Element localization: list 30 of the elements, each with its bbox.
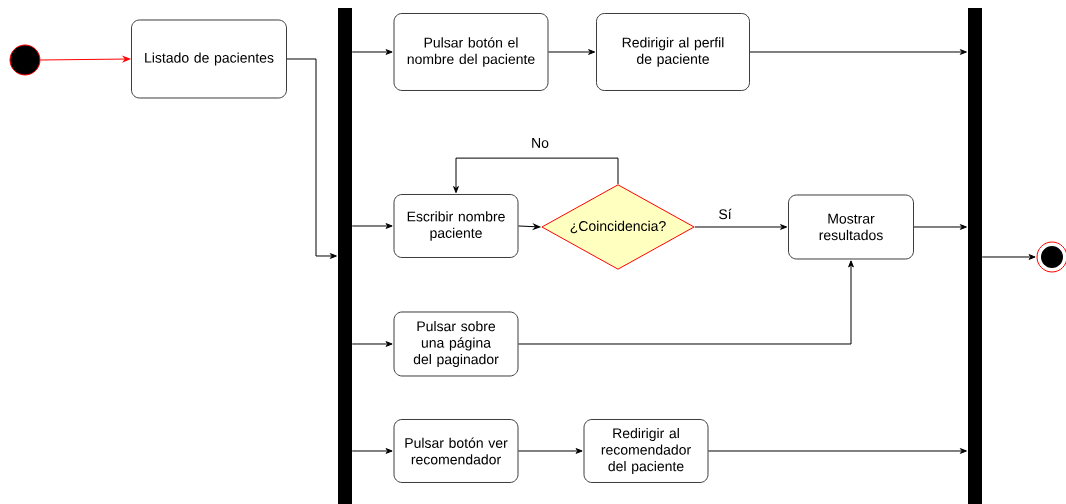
- arrow: [518, 448, 583, 454]
- arrow: [548, 49, 596, 55]
- arrow: [913, 224, 967, 230]
- arrow: [981, 254, 1036, 260]
- action-box: Redirigir al perfil de paciente: [596, 13, 750, 91]
- action-box: Escribir nombre paciente: [393, 194, 519, 258]
- arrow: [518, 223, 541, 230]
- action-box: Redirigir al recomendador del paciente: [583, 419, 709, 483]
- arrow: [749, 49, 967, 55]
- arrow: [351, 223, 393, 229]
- end-circle: [1036, 241, 1066, 273]
- action-box: Pulsar sobre una página del paginador: [393, 311, 519, 377]
- arrow: [351, 341, 393, 347]
- action-box: Listado de pacientes: [131, 19, 287, 99]
- arrow: [40, 56, 131, 62]
- action-box: Pulsar botón ver recomendador: [393, 419, 519, 483]
- arrow: [351, 49, 393, 55]
- synchronization-bar: [968, 8, 982, 504]
- start-circle: [9, 44, 41, 76]
- arrow: [694, 224, 788, 230]
- action-box: Pulsar botón el nombre del paciente: [393, 13, 549, 91]
- action-box: Mostrar resultados: [788, 194, 914, 260]
- arrow: [518, 260, 854, 345]
- synchronization-bar: [338, 8, 352, 504]
- edge-label: Sí: [716, 206, 734, 222]
- edge-label: No: [529, 136, 551, 150]
- arrow: [453, 157, 619, 194]
- arrow: [708, 448, 967, 454]
- arrow: [286, 58, 337, 259]
- arrow: [351, 448, 393, 454]
